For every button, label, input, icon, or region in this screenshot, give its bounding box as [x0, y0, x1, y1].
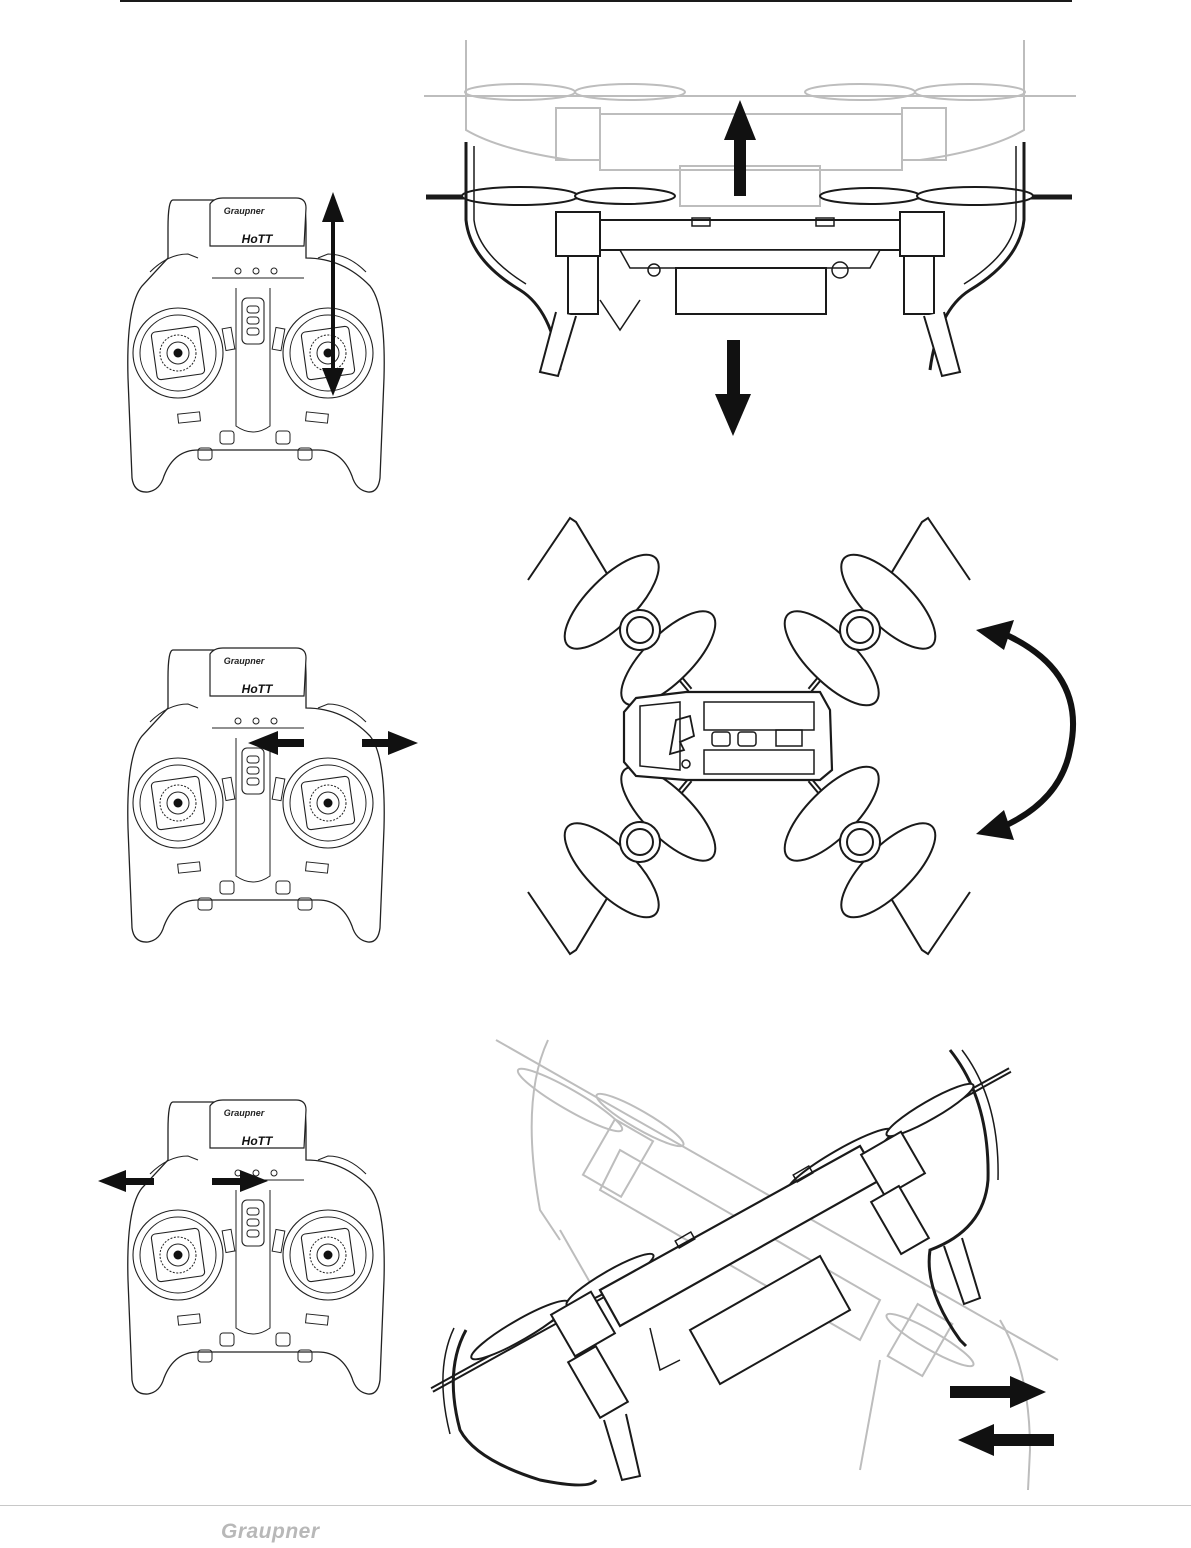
- transmitter-model: HoTT: [242, 682, 274, 696]
- footer-brand-logo: Graupner: [221, 1520, 320, 1544]
- rotate-arrow-icon: [976, 620, 1073, 840]
- copter-front-view: [426, 142, 1072, 376]
- move-right-arrow-icon: [950, 1376, 1046, 1408]
- transmitter-model: HoTT: [242, 1134, 274, 1148]
- transmitter-brand: Graupner: [224, 656, 265, 666]
- transmitter-2: Graupner HoTT: [128, 648, 384, 942]
- panel-yaw: Graupner HoTT: [0, 480, 1191, 960]
- transmitter-1: Graupner HoTT: [128, 198, 384, 492]
- copter-top-view: [528, 518, 970, 954]
- transmitter-brand: Graupner: [224, 206, 265, 216]
- panel-throttle: Graupner HoTT: [0, 0, 1191, 470]
- copter-tilted-side: [432, 1050, 1010, 1485]
- transmitter-model: HoTT: [242, 232, 274, 246]
- panel-roll: Graupner HoTT: [0, 1010, 1191, 1505]
- footer-rule: [0, 1505, 1191, 1506]
- transmitter-brand: Graupner: [224, 1108, 265, 1118]
- move-left-arrow-icon: [958, 1424, 1054, 1456]
- copter-ghost-tilted: [496, 1040, 1058, 1490]
- copter-ghost-raised: [424, 40, 1076, 206]
- copter-down-arrow-icon: [715, 340, 751, 436]
- transmitter-3: Graupner HoTT: [128, 1100, 384, 1394]
